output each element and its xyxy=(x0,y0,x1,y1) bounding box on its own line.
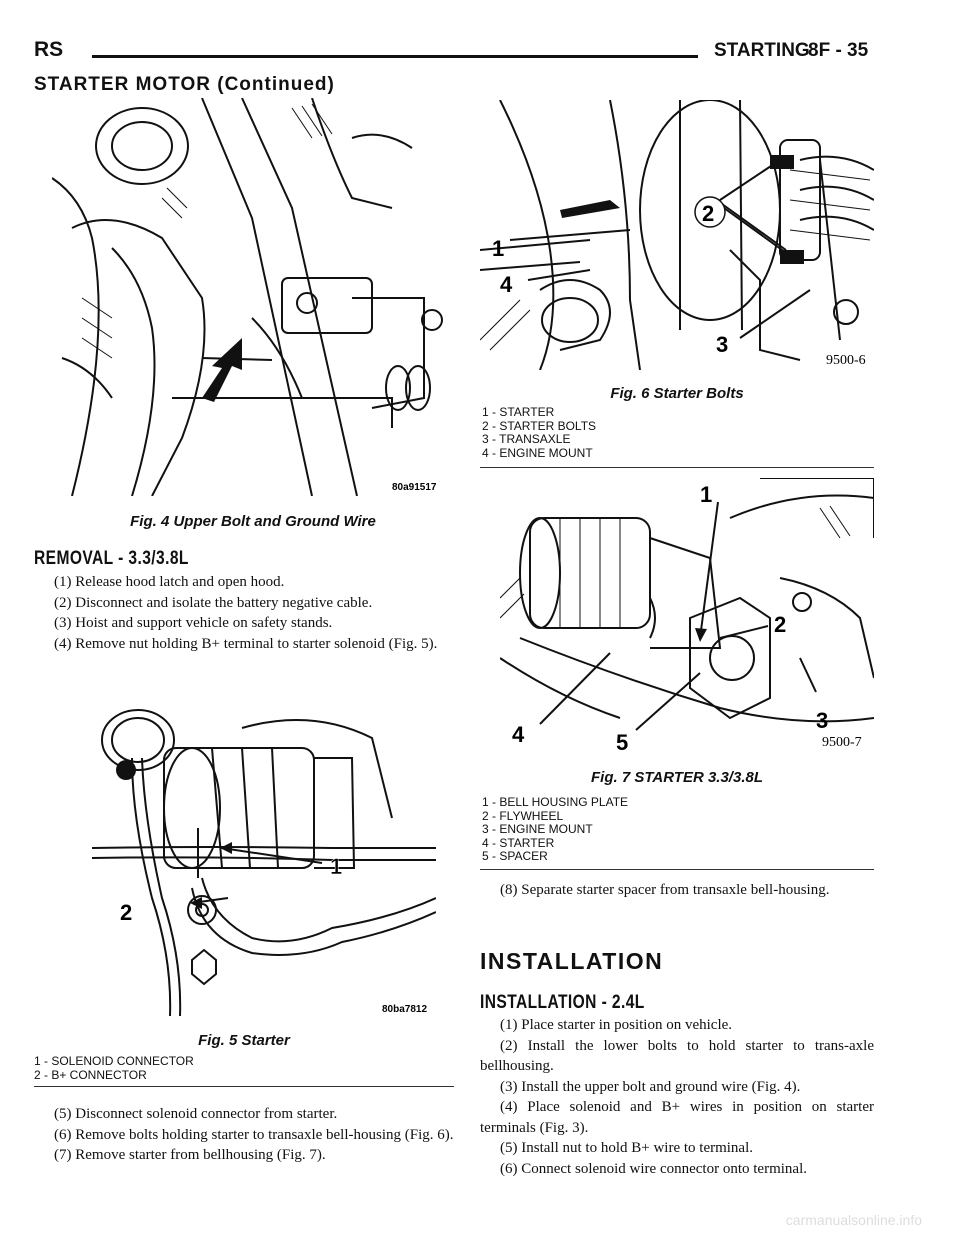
fig7-callout-3: 3 xyxy=(816,708,828,733)
removal-step: (3) Hoist and support vehicle on safety … xyxy=(54,615,333,631)
fig6-caption: Fig. 6 Starter Bolts xyxy=(610,385,744,402)
fig6-code: 9500-6 xyxy=(826,353,866,368)
continued-title: STARTER MOTOR (Continued) xyxy=(34,74,335,95)
fig7-legend-item: 2 - FLYWHEEL xyxy=(482,808,564,823)
fig6-callout-2: 2 xyxy=(702,201,714,226)
removal-step: (4) Remove nut holding B+ terminal to st… xyxy=(54,635,438,652)
fig6-legend-item: 3 - TRANSAXLE xyxy=(482,432,571,446)
fig5-rule xyxy=(34,1086,454,1087)
removal-step: (8) Separate starter spacer from transax… xyxy=(500,882,830,898)
fig7-rule xyxy=(480,869,874,870)
fig7-legend-item: 3 - ENGINE MOUNT xyxy=(482,822,593,836)
header-rule xyxy=(92,55,698,58)
header-section-code: RS xyxy=(34,38,64,61)
fig6-legend-item: 4 - ENGINE MOUNT xyxy=(482,445,593,460)
removal-step: (7) Remove starter from bellhousing (Fig… xyxy=(54,1147,326,1163)
fig7-callout-1: 1 xyxy=(700,482,712,507)
installation-subheading: INSTALLATION - 2.4L xyxy=(480,992,645,1013)
fig5-legend-item: 1 - SOLENOID CONNECTOR xyxy=(34,1054,194,1068)
header-section-title: STARTING xyxy=(714,40,810,61)
fig7-callout-2: 2 xyxy=(774,612,786,637)
fig4-illustration: 80a91517 xyxy=(52,98,454,496)
removal-step: (2) Disconnect and isolate the battery n… xyxy=(54,594,373,611)
fig6-callout-4: 4 xyxy=(500,272,513,297)
installation-step: (2) Install the lower bolts to hold star… xyxy=(480,1037,874,1075)
fig6-illustration: 2 1 4 3 9500-6 xyxy=(480,100,874,370)
removal-step: (6) Remove bolts holding starter to tran… xyxy=(54,1126,454,1143)
installation-step: (1) Place starter in position on vehicle… xyxy=(500,1017,733,1033)
fig7-caption: Fig. 7 STARTER 3.3/3.8L xyxy=(591,769,763,786)
fig7-code: 9500-7 xyxy=(822,735,862,750)
fig5-callout-1: 1 xyxy=(330,854,342,879)
fig5-callout-2: 2 xyxy=(120,900,132,925)
fig6-legend-item: 1 - STARTER xyxy=(482,405,555,419)
fig7-callout-5: 5 xyxy=(616,730,628,750)
header-page-number: 8F - 35 xyxy=(808,40,869,61)
fig5-illustration: 1 2 80ba7812 xyxy=(92,698,436,1016)
fig6-callout-3: 3 xyxy=(716,332,728,357)
watermark: carmanualsonline.info xyxy=(785,1212,922,1228)
installation-step: (6) Connect solenoid wire connector onto… xyxy=(500,1160,807,1177)
fig6-legend-item: 2 - STARTER BOLTS xyxy=(482,418,597,433)
fig5-caption: Fig. 5 Starter xyxy=(198,1032,290,1049)
installation-heading: INSTALLATION xyxy=(480,948,664,974)
removal-heading: REMOVAL - 3.3/3.8L xyxy=(34,548,189,569)
installation-steps: (1) Place starter in position on vehicle… xyxy=(480,1015,874,1179)
fig7-legend: 1 - BELL HOUSING PLATE 2 - FLYWHEEL 3 - … xyxy=(482,795,629,864)
fig6-callout-1: 1 xyxy=(492,236,504,261)
fig4-code: 80a91517 xyxy=(392,482,437,493)
fig6-rule xyxy=(480,467,874,468)
installation-step: (3) Install the upper bolt and ground wi… xyxy=(500,1078,801,1095)
removal-steps-2: (5) Disconnect solenoid connector from s… xyxy=(34,1104,454,1166)
fig4-caption: Fig. 4 Upper Bolt and Ground Wire xyxy=(130,513,376,530)
removal-steps: (1) Release hood latch and open hood. (2… xyxy=(34,572,454,654)
installation-step: (4) Place solenoid and B+ wires in posit… xyxy=(480,1099,874,1136)
fig7-legend-item: 1 - BELL HOUSING PLATE xyxy=(482,795,629,809)
installation-step: (5) Install nut to hold B+ wire to termi… xyxy=(500,1140,754,1156)
fig5-legend-item: 2 - B+ CONNECTOR xyxy=(34,1067,147,1082)
fig6-legend: 1 - STARTER 2 - STARTER BOLTS 3 - TRANSA… xyxy=(482,405,597,460)
fig7-legend-item: 5 - SPACER xyxy=(482,849,548,863)
removal-step: (1) Release hood latch and open hood. xyxy=(54,574,285,590)
fig7-legend-item: 4 - STARTER xyxy=(482,835,555,850)
fig7-callout-4: 4 xyxy=(512,722,525,747)
fig5-code: 80ba7812 xyxy=(382,1004,427,1015)
removal-steps-3: (8) Separate starter spacer from transax… xyxy=(480,880,874,901)
removal-step: (5) Disconnect solenoid connector from s… xyxy=(54,1106,338,1122)
fig7-illustration: 1 2 3 4 5 9500-7 xyxy=(500,478,874,750)
fig5-legend: 1 - SOLENOID CONNECTOR 2 - B+ CONNECTOR xyxy=(34,1054,194,1082)
